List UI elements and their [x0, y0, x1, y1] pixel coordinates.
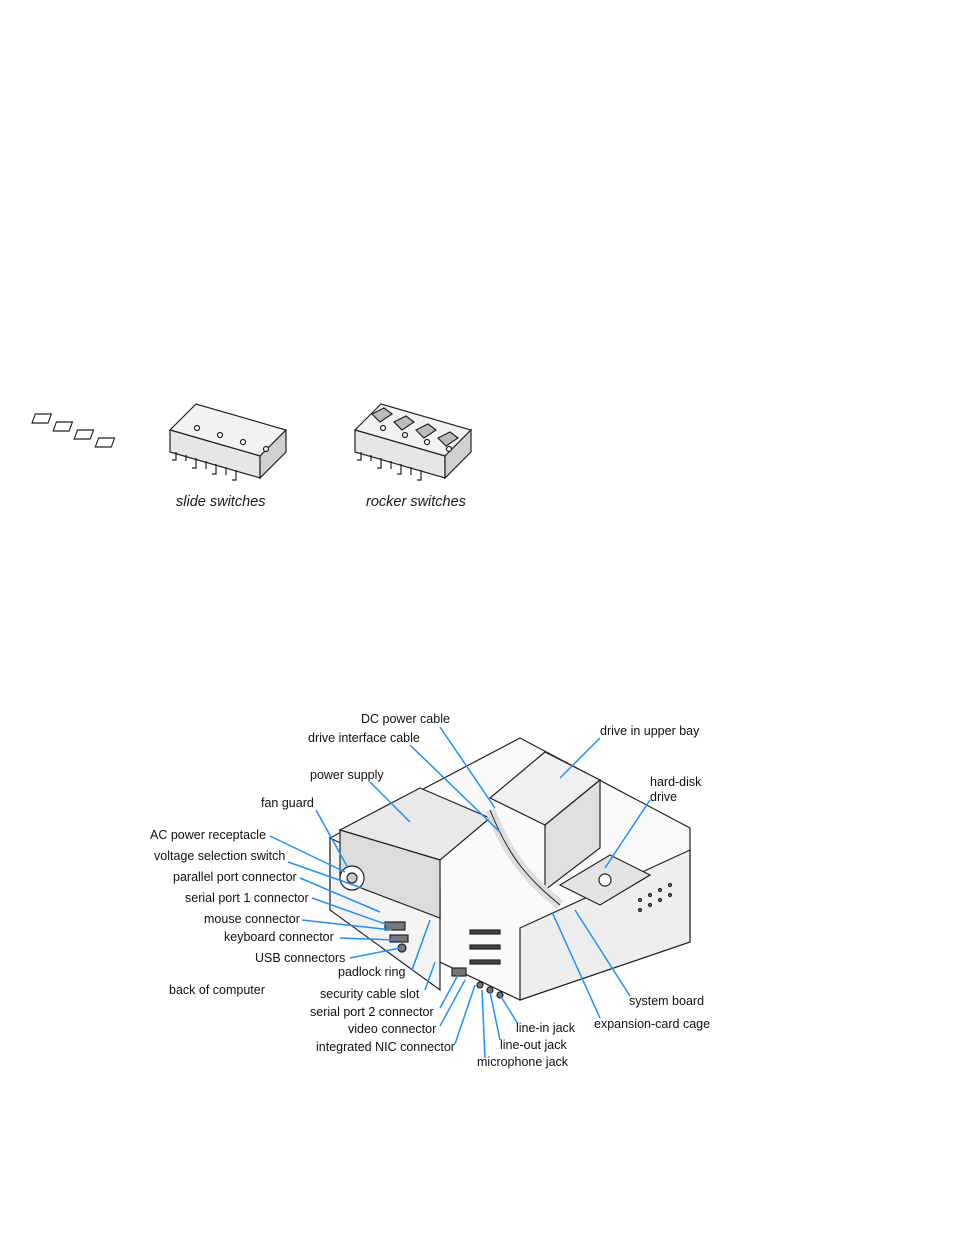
label-serial-port-1: serial port 1 connector — [185, 891, 309, 905]
label-usb: USB connectors — [255, 951, 346, 965]
leader-lines — [269, 726, 651, 1059]
label-microphone: microphone jack — [477, 1055, 569, 1069]
label-hard-disk-2: drive — [650, 790, 678, 804]
label-mouse: mouse connector — [204, 912, 300, 926]
label-serial-port-2: serial port 2 connector — [310, 1005, 434, 1019]
label-ac-power: AC power receptacle — [150, 828, 267, 842]
label-video: video connector — [348, 1022, 437, 1036]
label-voltage-switch: voltage selection switch — [154, 849, 286, 863]
label-line-in: line-in jack — [516, 1021, 576, 1035]
label-expansion-cage: expansion-card cage — [594, 1017, 711, 1031]
label-nic: integrated NIC connector — [316, 1040, 455, 1054]
label-parallel-port: parallel port connector — [173, 870, 297, 884]
rocker-switches-illustration — [353, 403, 473, 481]
label-line-out: line-out jack — [500, 1038, 567, 1052]
label-power-supply: power supply — [310, 768, 384, 782]
slide-switches-illustration — [31, 403, 288, 481]
label-dc-power-cable: DC power cable — [361, 712, 450, 726]
label-back-of-computer: back of computer — [169, 983, 265, 997]
label-padlock: padlock ring — [338, 965, 406, 979]
label-system-board: system board — [629, 994, 705, 1008]
rocker-switches-caption: rocker switches — [366, 494, 466, 510]
label-keyboard: keyboard connector — [224, 930, 334, 944]
label-drive-interface-cable: drive interface cable — [308, 731, 420, 745]
label-drive-upper-bay: drive in upper bay — [600, 724, 700, 738]
computer-chassis-illustration — [329, 737, 691, 1001]
label-fan-guard: fan guard — [261, 796, 314, 810]
label-security-slot: security cable slot — [320, 987, 420, 1001]
slide-switches-caption: slide switches — [176, 494, 266, 510]
label-hard-disk-1: hard-disk — [650, 775, 702, 789]
